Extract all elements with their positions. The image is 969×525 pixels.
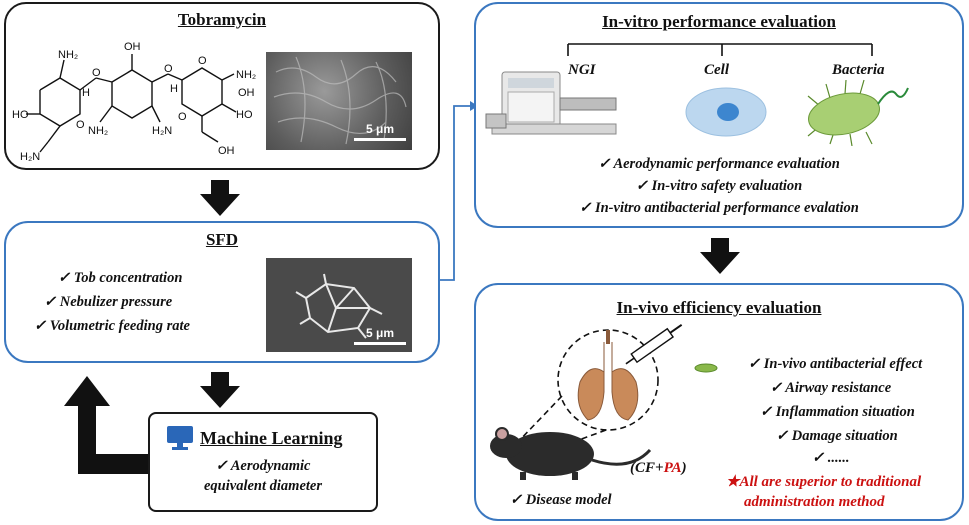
model-pa: PA [663,460,682,476]
label-ngi: NGI [568,62,596,78]
atom-o-ring-mid: O [198,55,207,67]
tobramycin-structure: NH₂ OH HO NH₂ HO H₂N O O O O O H H NH₂ H… [12,41,256,163]
atom-o-ring-right: O [178,111,187,123]
atom-o-link-left: O [92,67,101,79]
atom-h-left: H [82,87,90,99]
sfd-item-3: ✓ Volumetric feeding rate [34,318,190,334]
ml-item-1: ✓ Aerodynamic [215,458,311,474]
arrow-down-3 [700,238,740,274]
mouse-lung-illustration [490,324,718,480]
invivo-item-4: ✓ Damage situation [776,428,898,444]
atom-o-ring-left: O [76,119,85,131]
cell-image [685,87,767,137]
invitro-item-2: ✓ In-vitro safety evaluation [635,178,803,194]
sfd-item-1: ✓ Tob concentration [58,270,183,286]
bacteria-image [807,79,909,146]
invitro-bracket [567,43,873,56]
tobramycin-title: Tobramycin [177,10,267,29]
invivo-model: (CF+PA) [630,460,687,477]
model-prefix: (CF+ [630,460,664,476]
arrow-down-1 [200,180,240,216]
ml-item-2: equivalent diameter [204,478,322,494]
conclusion-line-2: administration method [744,494,885,510]
sfd-scale-bar [354,342,406,345]
sfd-item-2: ✓ Nebulizer pressure [44,294,173,310]
ngi-device-image [485,71,617,135]
atom-nh2-right: NH₂ [236,69,256,81]
atom-nh2-top-left: NH₂ [58,49,78,61]
sfd-scale-label: 5 μm [366,326,395,340]
invivo-item-2: ✓ Airway resistance [770,380,892,396]
monitor-icon [167,426,193,450]
atom-oh-top: OH [124,41,141,53]
label-cell: Cell [704,62,729,78]
atom-h2n-bottom-left: H₂N [20,151,40,163]
atom-ho-left: HO [12,109,29,121]
invivo-panel [474,283,964,521]
ml-title: Machine Learning [200,428,343,448]
invitro-title: In-vitro performance evaluation [602,12,836,31]
model-suffix: ) [681,460,687,476]
label-bacteria: Bacteria [832,62,885,78]
sfd-sem-image: 5 μm [266,258,412,352]
sfd-title: SFD [205,230,239,249]
arrow-down-2 [200,372,240,408]
scale-label: 5 μm [366,122,395,136]
invivo-title: In-vivo efficiency evaluation [616,298,822,317]
invivo-item-5: ✓ ...... [812,450,850,466]
atom-h-right: H [170,83,178,95]
atom-oh-right-top: OH [238,87,255,99]
invitro-item-1: ✓ Aerodynamic performance evaluation [598,156,840,172]
atom-ho-right: HO [236,109,253,121]
atom-nh2-mid-left: NH₂ [88,125,108,137]
invivo-item-1: ✓ In-vivo antibacterial effect [748,356,923,372]
invitro-item-3: ✓ In-vitro antibacterial performance eva… [579,200,859,216]
tobramycin-sem-image: 5 μm [266,52,412,150]
disease-model-label: ✓ Disease model [510,492,612,508]
atom-h2n-mid-right: H₂N [152,125,172,137]
feedback-arrow [64,376,148,474]
atom-oh-bottom: OH [218,145,235,157]
scale-bar [354,138,406,141]
invivo-item-3: ✓ Inflammation situation [760,404,915,420]
atom-o-link-right: O [164,63,173,75]
conclusion-line-1: ★All are superior to traditional [726,474,922,490]
